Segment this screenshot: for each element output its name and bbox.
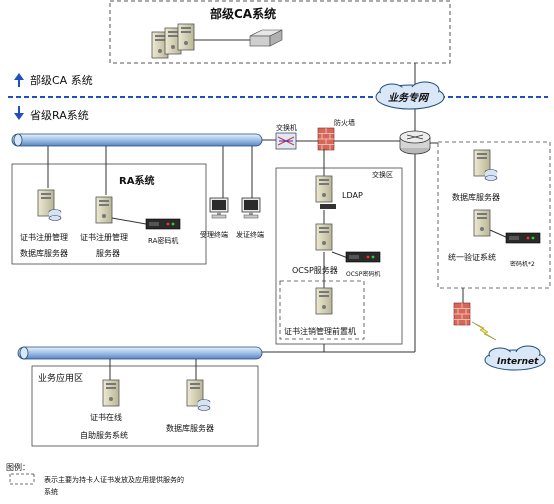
ministry-ca-box (109, 0, 451, 64)
key-device-server-icon (315, 287, 333, 315)
legend-text-2: 系统 (44, 487, 58, 496)
self-service-server-icon (102, 379, 120, 407)
ra-crypto-icon (145, 218, 181, 230)
terminal-label-1: 受理终端 (200, 230, 228, 239)
ra-server-icon (95, 196, 113, 224)
ra-db-label-1: 证书注册管理 (20, 232, 68, 242)
legend-text-1: 表示主要为持卡人证书发放及应用提供服务的 (44, 475, 184, 484)
ministry-ca-title: 部级CA系统 (210, 6, 276, 21)
lower-zone-label: 省级RA系统 (30, 109, 89, 122)
business-network-cloud (375, 81, 445, 110)
verification-system-box (437, 141, 551, 289)
exchange-zone-title: 交换区 (372, 170, 393, 179)
lightning-icon (471, 321, 497, 341)
ra-crypto-label: RA密码机 (148, 236, 178, 245)
ocsp-crypto-icon (345, 251, 381, 263)
auth-server-icon (473, 209, 491, 237)
key-device-dashed-box (279, 280, 365, 340)
ra-system-title: RA系统 (119, 174, 154, 187)
main-network-bus (11, 133, 263, 147)
ocsp-crypto-label: OCSP密码机 (346, 270, 380, 278)
auth-label: 统一验证系统 (448, 252, 496, 262)
business-network-bus (17, 346, 263, 360)
ldap-keyboard-icon (320, 204, 336, 209)
terminal-label-2: 发证终端 (236, 230, 264, 239)
ra-crypto-link (111, 217, 147, 225)
upper-zone-label: 部级CA 系统 (30, 73, 93, 87)
auth-crypto-link (489, 229, 509, 239)
switch-label: 交换机 (276, 123, 297, 132)
ocsp-crypto-link (331, 251, 349, 259)
internet-firewall-icon (453, 302, 471, 326)
business-db-label: 数据库服务器 (166, 423, 214, 433)
business-zone-title: 业务应用区 (38, 372, 83, 384)
firewall-label: 防火墙 (334, 118, 355, 127)
business-network-label: 业务专网 (388, 92, 430, 104)
internet-cloud (484, 345, 546, 371)
ra-db-server-icon (37, 189, 62, 221)
downward-arrow-icon (14, 106, 24, 120)
right-db-server-icon (473, 149, 498, 181)
ministry-switch-icon (249, 29, 283, 47)
ra-server-label-2: 服务器 (96, 248, 120, 258)
business-zone-box (31, 365, 259, 447)
self-service-label-1: 证书在线 (90, 412, 122, 422)
switch-icon (275, 132, 297, 150)
right-db-label: 数据库服务器 (452, 192, 500, 202)
self-service-label-2: 自助服务系统 (80, 430, 128, 440)
terminal-icon (209, 197, 229, 219)
key-device-label: 证书注销管理前置机 (284, 326, 356, 336)
legend-dashed-symbol (9, 473, 35, 485)
ra-server-label-1: 证书注册管理 (80, 232, 128, 242)
right-crypto-label: 密码机*2 (510, 260, 535, 268)
legend-title: 图例： (6, 462, 30, 472)
ra-system-box (11, 163, 207, 265)
business-db-server-icon (186, 379, 211, 411)
ldap-label: LDAP (342, 191, 363, 200)
upward-arrow-icon (14, 73, 24, 87)
router-icon (399, 130, 431, 155)
internet-label: Internet (497, 357, 539, 367)
ocsp-server-icon (315, 223, 333, 251)
ra-db-label-2: 数据库服务器 (20, 248, 68, 258)
ocsp-label: OCSP服务器 (292, 265, 338, 275)
ministry-server-rack (151, 23, 195, 59)
right-crypto-icon (505, 232, 541, 244)
exchange-zone-box (275, 167, 403, 345)
firewall-icon (317, 127, 335, 151)
terminal-icon (241, 197, 261, 219)
ldap-server-icon (315, 175, 333, 203)
